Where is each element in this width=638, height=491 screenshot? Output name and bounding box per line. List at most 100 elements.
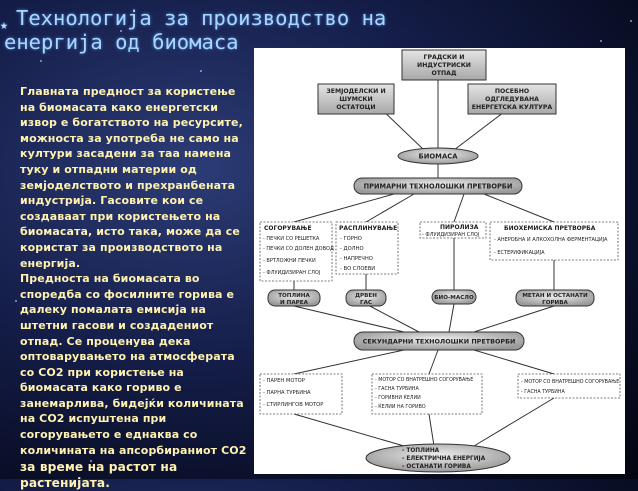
process-biochemical-box: БИОХЕМИСКА ПРЕТВОРБА - АНЕРОБНА И АЛКОХО… [489,221,619,261]
slide-title: ★ Технологија за производство на енергиј… [0,6,424,54]
title-line-1: Технологија за производство на [16,6,387,30]
energy-crop-line: ЕНЕРГЕТСКА КУЛТУРА [472,104,553,111]
heat-steam-line: И ПАРЕА [280,300,309,306]
urban-waste-line: ОТПАД [432,70,457,77]
combustion-item: - ПЕЧКИ СО ДОЛЕН ДОВОД НА ГОРИВО [263,246,365,252]
body-line: согорувањето е еднаква со [20,428,198,442]
fuel-item: - ГАСНА ТУРБИНА [521,389,565,395]
urban-waste-line: ИНДУСТРИСКИ [417,62,471,69]
body-line: отпад. Се проценува дека [20,334,191,348]
process-pyrolysis-box: ПИРОЛИЗА - ФЛУИДИЗИРАН СЛОЈ [419,221,487,239]
agricultural-line: ЗЕМЈОДЕЛСКИ И [326,88,385,95]
combustion-item: - ПЕЧКИ СО РЕШЕТКА [263,236,320,242]
source-urban-waste-box: ГРАДСКИ И ИНДУСТРИСКИ ОТПАД [401,49,487,81]
biomass-node: БИОМАСА [397,147,479,165]
body-line: на биомасата како енергетски [20,100,218,114]
star-dot [120,30,122,32]
steam-item: - СТИРЛИНГОВ МОТОР [263,402,323,408]
gasification-item: - ДОЛНО [340,246,364,252]
methane-line: МЕТАН И ОСТАНАТИ [522,293,588,299]
body-line: извор е богатството на ресурсите, [20,116,243,130]
heat-steam-line: ТОПЛИНА [278,293,310,299]
body-line: количината на апсорбираниот CO2 [20,443,247,457]
source-energy-crop-box: ПОСЕБНО ОДГЛЕДУВАНА ЕНЕРГЕТСКА КУЛТУРА [467,83,557,115]
title-line-2: енергија од биомаса [4,30,239,54]
methane-line: ГОРИВА [542,300,568,306]
body-line: индустрија. Гасовите кои се [20,194,204,208]
body-line: земјоделството и прехранбената [20,178,236,192]
biomass-label: БИОМАСА [419,153,459,161]
body-line: споредба со фосилните горива е [20,287,235,301]
body-line: туку и отпадни материи од [20,162,197,176]
star-icon: ★ [0,18,8,33]
biochemical-item: - ЕСТЕРИФИКАЦИЈА [494,250,545,256]
final-outputs-node: - ТОПЛИНА - ЕЛЕКТРИЧНА ЕНЕРГИЈА - ОСТАНА… [365,443,511,473]
agricultural-line: ОСТАТОЦИ [336,104,375,111]
energy-crop-line: ОДГЛЕДУВАНА [485,96,539,103]
body-line: создаваат при користењето на [20,209,221,223]
steam-item: - ПАРНА ТУРБИНА [263,390,311,396]
combustion-title: СОГОРУВАЊЕ [264,225,312,232]
primary-label: ПРИМАРНИ ТЕХНОЛОШКИ ПРЕТВОРБИ [364,183,513,191]
combustion-item: - ФЛУИДИЗИРАН СЛОЈ [263,270,320,276]
gasification-item: - ВО СЛОЕВИ [340,266,375,272]
bio-oil-label: БИО-МАСЛО [434,295,474,301]
steam-item: - ПАРЕН МОТОР [263,378,305,384]
gas-item: - ЌЕЛИИ НА ГОРИВО [375,403,426,410]
gasification-item: - ГОРНО [340,236,362,242]
product-wood-gas: ДРВЕН ГАС [345,289,387,307]
urban-waste-line: ГРАДСКИ И [424,54,465,61]
biochemical-item: - АНЕРОБНА И АЛКОХОЛНА ФЕРМЕНТАЦИЈА [494,237,608,243]
wood-gas-line: ГАС [360,300,372,306]
body-paragraph: Главната предност за користење на биомас… [20,84,256,491]
process-combustion-box: СОГОРУВАЊЕ - ПЕЧКИ СО РЕШЕТКА - ПЕЧКИ СО… [259,221,365,282]
fuel-item: - МОТОР СО ВНАТРЕШНО СОГОРУВАЊЕ [521,379,619,385]
star-dot [90,460,92,462]
body-line: биомасата како гориво е [20,381,182,395]
body-line: далеку помалата емисија на [20,303,207,317]
secondary-label: СЕКУНДАРНИ ТЕХНОЛОШКИ ПРЕТВОРБИ [363,338,516,346]
body-line: со CO2 при користење на [20,365,184,379]
process-gasification-box: РАСПЛИНУВАЊЕ - ГОРНО - ДОЛНО - НАПРЕЧНО … [335,221,399,275]
body-line: штетни гасови и создадениот [20,318,214,332]
product-heat-steam: ТОПЛИНА И ПАРЕА [267,289,321,307]
diagram-svg: ГРАДСКИ И ИНДУСТРИСКИ ОТПАД ЗЕМЈОДЕЛСКИ … [259,49,621,473]
body-line: занемарлива, бидејќи количината [20,396,244,410]
pyrolysis-item: - ФЛУИДИЗИРАН СЛОЈ [422,232,479,238]
final-item: - ТОПЛИНА [402,448,440,454]
gas-item: - ГОРИВНИ ЌЕЛИИ [375,394,421,401]
body-line: оптоварувањето на атмосферата [20,350,235,364]
body-line: биомасата, исто така, може да се [20,225,240,239]
star-dot [40,60,42,62]
star-dot [600,40,602,42]
body-line: култури засадени за таа намена [20,147,232,161]
final-item: - ЕЛЕКТРИЧНА ЕНЕРГИЈА [402,456,486,462]
final-item: - ОСТАНАТИ ГОРИВА [402,464,471,470]
body-line-last: за време на растот на растенијата. [20,460,178,490]
gas-item: - МОТОР СО ВНАТРЕШНО СОГОРУВАЊЕ [375,377,473,383]
star-dot [15,300,17,302]
combustion-item: - ВРТЛОЖНИ ПЕЧКИ [263,258,316,264]
body-line: можноста за употреба не само на [20,131,239,145]
secondary-steam-box: - ПАРЕН МОТОР - ПАРНА ТУРБИНА - СТИРЛИНГ… [259,373,343,415]
star-dot [630,20,632,22]
star-dot [200,70,202,72]
body-line: енергија. [20,256,81,270]
product-methane: МЕТАН И ОСТАНАТИ ГОРИВА [515,289,595,307]
body-line: на CO2 испуштена при [20,412,167,426]
primary-conversions-node: ПРИМАРНИ ТЕХНОЛОШКИ ПРЕТВОРБИ [353,177,523,195]
gasification-item: - НАПРЕЧНО [340,256,373,262]
gas-item: - ГАСНА ТУРБИНА [375,386,419,392]
biomass-flow-diagram: ГРАДСКИ И ИНДУСТРИСКИ ОТПАД ЗЕМЈОДЕЛСКИ … [254,48,625,474]
pyrolysis-title: ПИРОЛИЗА [440,224,479,231]
secondary-fuel-box: - МОТОР СО ВНАТРЕШНО СОГОРУВАЊЕ - ГАСНА … [517,373,621,399]
wood-gas-line: ДРВЕН [355,293,377,299]
body-line: Предноста на биомасата во [20,272,200,286]
agricultural-line: ШУМСКИ [339,96,372,103]
body-line: Главната предност за користење [20,85,236,98]
secondary-conversions-node: СЕКУНДАРНИ ТЕХНОЛОШКИ ПРЕТВОРБИ [353,331,525,351]
product-bio-oil: БИО-МАСЛО [431,289,477,305]
gasification-title: РАСПЛИНУВАЊЕ [339,225,397,232]
source-agricultural-box: ЗЕМЈОДЕЛСКИ И ШУМСКИ ОСТАТОЦИ [317,83,395,115]
star-dot [240,450,242,452]
